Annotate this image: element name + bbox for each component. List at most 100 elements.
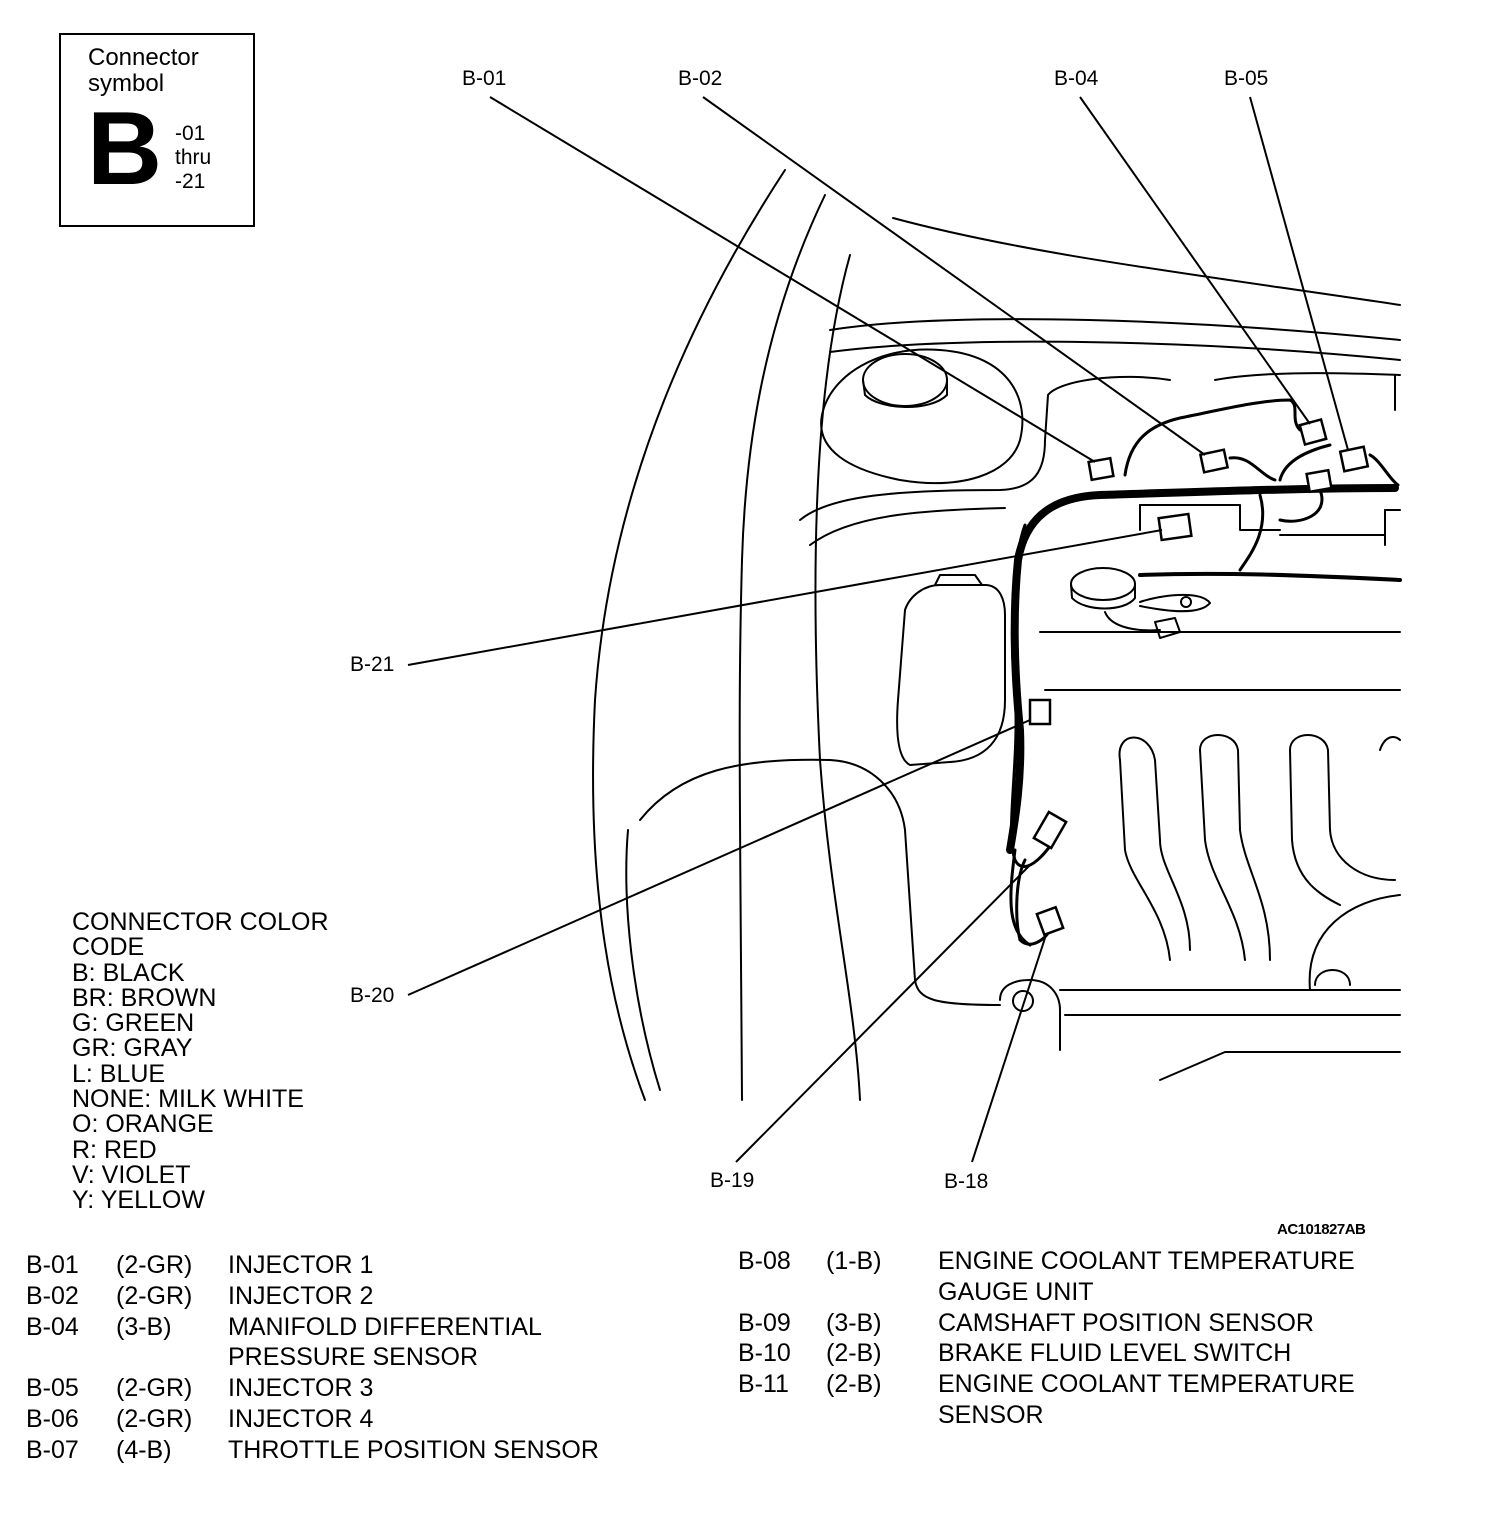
connector-code: B-02 <box>26 1281 79 1310</box>
harness-loop-4 <box>1368 453 1400 487</box>
runner-3 <box>1289 734 1396 881</box>
connector-color-code: CONNECTOR COLOR CODE B: BLACK BR: BROWN … <box>72 908 329 1214</box>
connector-b21 <box>1157 512 1193 542</box>
connector-row: B-08 (1-B) ENGINE COOLANT TEMPERATURE GA… <box>738 1246 1438 1308</box>
connector-row: B-09 (3-B) CAMSHAFT POSITION SENSOR <box>738 1308 1438 1339</box>
color-code-entry: NONE: MILK WHITE <box>72 1085 304 1114</box>
color-code-entry: BR: BROWN <box>72 983 217 1012</box>
connector-symbol-range-line3: -21 <box>175 170 206 193</box>
connector-name-line2: SENSOR <box>938 1400 1044 1429</box>
connector-name-line2: GAUGE UNIT <box>938 1277 1094 1306</box>
connector-color: (2-GR) <box>116 1281 193 1310</box>
harness-lower <box>1015 858 1052 946</box>
harness-loop-6 <box>1278 488 1324 523</box>
connector-b18 <box>1035 905 1065 937</box>
connector-symbol-box: Connector symbol B -01 thru -21 <box>59 33 255 227</box>
color-code-entry: O: ORANGE <box>72 1110 214 1139</box>
color-code-entry: V: VIOLET <box>72 1160 191 1189</box>
leader-b21 <box>407 529 1163 666</box>
connector-terminal <box>1154 617 1181 639</box>
leader-b02 <box>702 96 1206 456</box>
callout-b21: B-21 <box>350 653 395 676</box>
color-code-title-line1: CONNECTOR COLOR <box>72 908 329 936</box>
sensor-boss <box>1070 567 1136 601</box>
connector-row: B-10 (2-B) BRAKE FLUID LEVEL SWITCH <box>738 1338 1438 1369</box>
callout-b18: B-18 <box>944 1170 989 1193</box>
connector-color: (3-B) <box>116 1312 172 1341</box>
connector-row: B-11 (2-B) ENGINE COOLANT TEMPERATURE SE… <box>738 1369 1438 1431</box>
connector-b01 <box>1087 456 1115 482</box>
connector-name: INJECTOR 2 <box>228 1281 374 1310</box>
base-line-3 <box>1159 1051 1401 1081</box>
callout-b04: B-04 <box>1054 67 1099 90</box>
engine-cover-top <box>1214 372 1401 381</box>
runner-2 <box>1199 734 1271 961</box>
terminal-hole <box>1180 596 1192 608</box>
connector-code: B-07 <box>26 1435 79 1464</box>
runner-4 <box>1379 736 1401 751</box>
leader-b05 <box>1249 96 1349 451</box>
plenum-nub <box>1314 969 1351 986</box>
cowl-line-2 <box>829 340 1401 361</box>
connector-name: ENGINE COOLANT TEMPERATURE <box>938 1370 1355 1399</box>
strut-cap <box>862 353 948 407</box>
connector-color: (2-B) <box>826 1370 882 1399</box>
connector-name: BRAKE FLUID LEVEL SWITCH <box>938 1339 1292 1368</box>
runner-2b <box>1199 749 1246 961</box>
terminal <box>1139 593 1211 613</box>
connector-code: B-04 <box>26 1312 79 1341</box>
connector-color: (4-B) <box>116 1435 172 1464</box>
connector-symbol-range-line1: -01 <box>175 122 206 145</box>
connector-color: (2-GR) <box>116 1374 193 1403</box>
fender-apron <box>799 375 1171 521</box>
harness-loop-3 <box>1278 443 1332 482</box>
connector-color: (2-GR) <box>116 1251 193 1279</box>
connector-color: (2-B) <box>826 1339 882 1368</box>
connector-row: B-06 (2-GR) INJECTOR 4 <box>26 1404 666 1435</box>
connector-b05 <box>1338 445 1370 473</box>
color-code-entry: GR: GRAY <box>72 1034 193 1063</box>
color-code-entry: B: BLACK <box>72 958 185 987</box>
callout-b20: B-20 <box>350 984 395 1007</box>
color-code-entry: R: RED <box>72 1135 157 1164</box>
connector-name: MANIFOLD DIFFERENTIAL <box>228 1312 542 1341</box>
leader-b04 <box>1079 96 1311 425</box>
connector-symbol-title: Connector symbol <box>88 45 248 97</box>
harness-rail <box>1138 571 1402 582</box>
connector-symbol-range: -01 thru -21 <box>175 122 211 194</box>
wire-terminal <box>1104 611 1161 632</box>
connector-code: B-09 <box>738 1308 791 1337</box>
connector-name: THROTTLE POSITION SENSOR <box>228 1435 599 1464</box>
connector-table-right: B-08 (1-B) ENGINE COOLANT TEMPERATURE GA… <box>738 1246 1438 1431</box>
connector-name: CAMSHAFT POSITION SENSOR <box>938 1308 1314 1337</box>
connector-b20 <box>1028 698 1052 726</box>
connector-row: B-04 (3-B) MANIFOLD DIFFERENTIAL PRESSUR… <box>26 1312 666 1374</box>
leader-b01 <box>489 96 1096 463</box>
connector-name: INJECTOR 4 <box>228 1404 374 1433</box>
strut-tower-outer <box>820 348 1024 484</box>
connector-b19 <box>1032 810 1068 850</box>
connector-code: B-06 <box>26 1404 79 1433</box>
connector-color: (3-B) <box>826 1308 882 1337</box>
connector-code: B-01 <box>26 1251 79 1279</box>
bracket <box>999 979 1061 1051</box>
callout-b19: B-19 <box>710 1169 755 1192</box>
runner-1b <box>1119 759 1171 961</box>
connector-row: B-01 (2-GR) INJECTOR 1 <box>26 1250 666 1281</box>
callout-b05: B-05 <box>1224 67 1269 90</box>
connector-b02 <box>1198 448 1230 474</box>
strut-cap-side <box>862 379 948 408</box>
color-code-entry: G: GREEN <box>72 1009 195 1038</box>
connector-row: B-07 (4-B) THROTTLE POSITION SENSOR <box>26 1435 666 1466</box>
harness-loop-5 <box>1238 493 1265 572</box>
headlight-housing <box>639 758 1001 1006</box>
runner-1 <box>1118 736 1191 951</box>
connector-code: B-10 <box>738 1339 791 1368</box>
harness-branch <box>1010 523 1062 868</box>
leader-b19 <box>735 864 1031 1163</box>
fender-outline-outer <box>592 169 786 1101</box>
connector-symbol-title-line2: symbol <box>88 70 165 97</box>
harness-main <box>1006 484 1399 854</box>
connector-code: B-08 <box>738 1247 791 1275</box>
